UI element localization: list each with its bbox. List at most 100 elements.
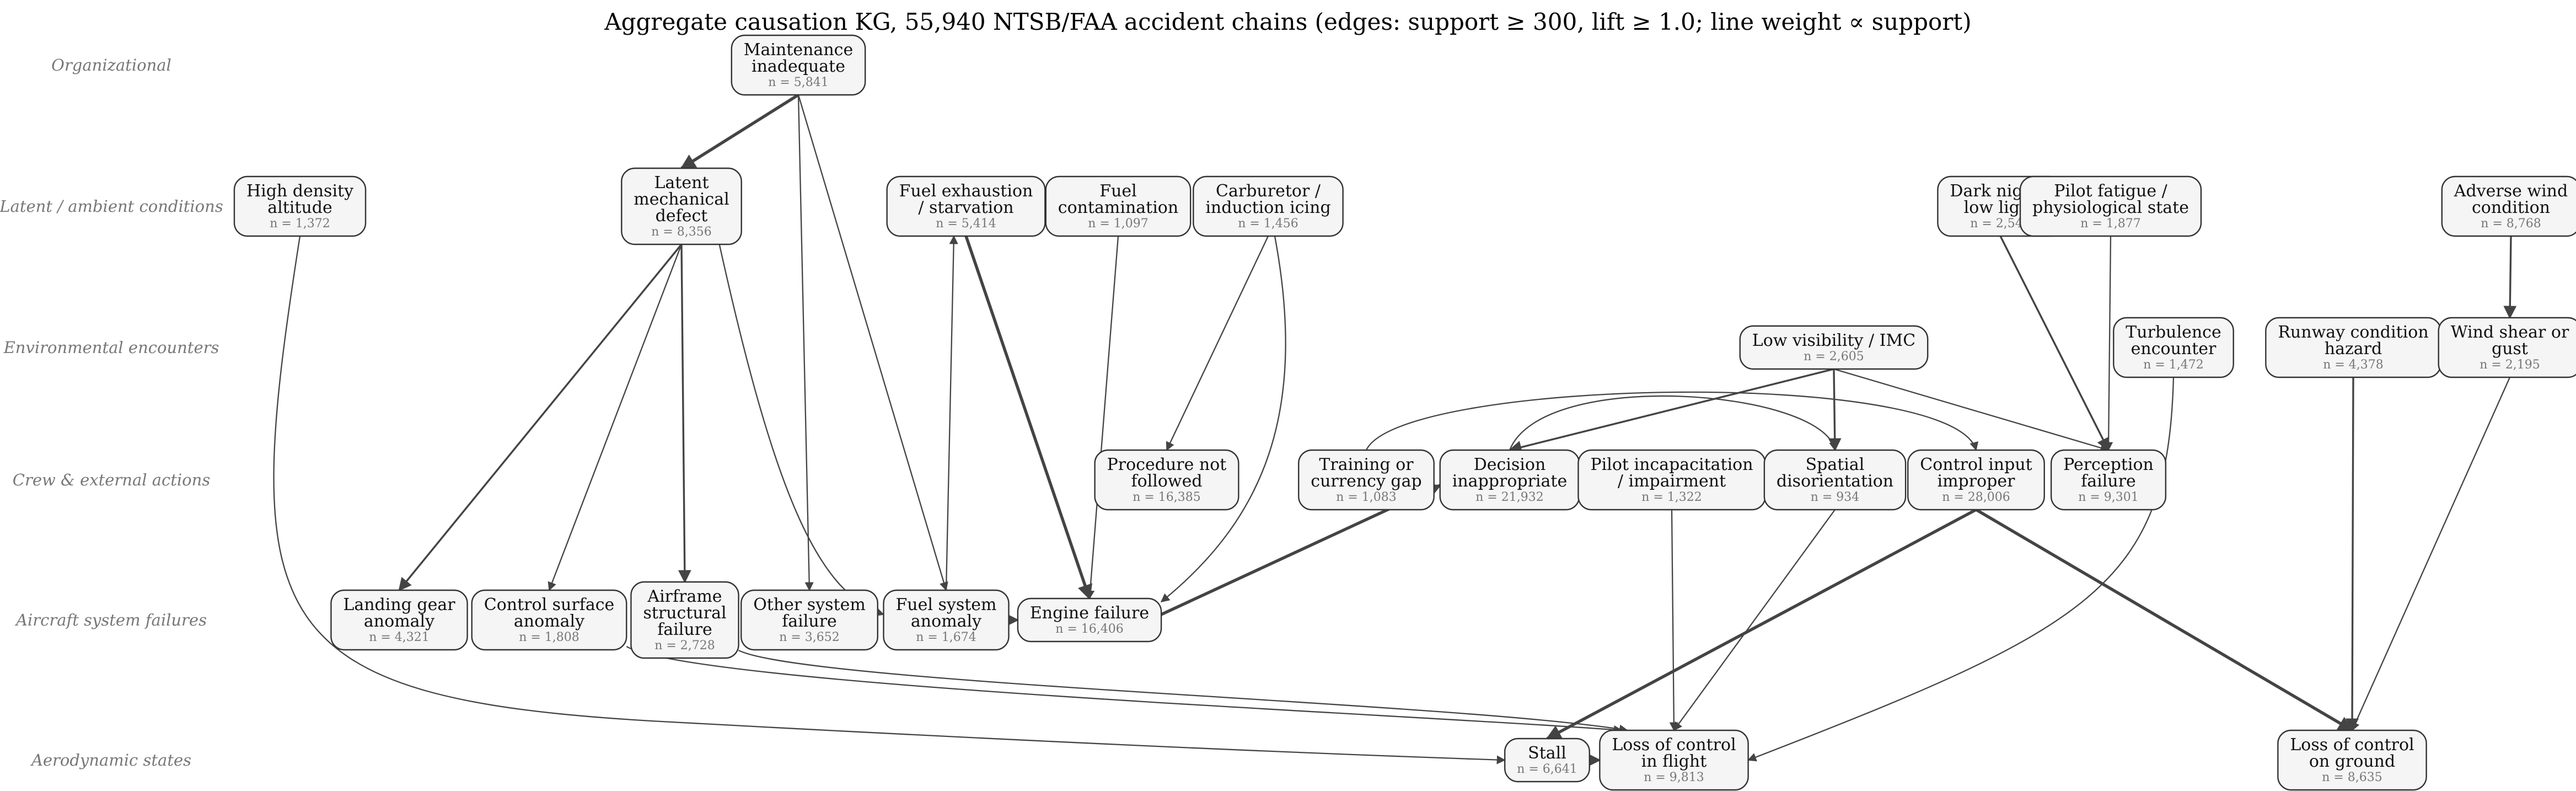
node-label: Decision: [1474, 455, 1546, 474]
node-label: hazard: [2325, 339, 2382, 359]
node-count: n = 16,406: [1055, 622, 1124, 636]
edge-maintenance-to-latent-mech: [680, 93, 799, 170]
node-count: n = 8,635: [2322, 771, 2382, 784]
node-label: Adverse wind: [2454, 181, 2568, 201]
edge-fuel-contam-to-engine-failure: [1086, 236, 1119, 600]
node-count: n = 2,728: [654, 639, 715, 653]
node-label: Low visibility / IMC: [1752, 331, 1915, 350]
node-box: [1298, 449, 1435, 511]
node-box: [2277, 729, 2427, 791]
edge-maintenance-to-other-system: [797, 94, 814, 591]
node-box: [1017, 597, 1162, 643]
node-label: gust: [2492, 339, 2528, 359]
edge-turbulence-to-loc-flight: [1747, 377, 2175, 762]
node-count: n = 1,877: [2080, 217, 2141, 231]
node-label: structural: [643, 603, 726, 623]
node-count: n = 16,385: [1133, 490, 1201, 504]
node-count: n = 1,372: [270, 217, 330, 231]
node-label: Maintenance: [744, 40, 853, 60]
node-label: Training or: [1319, 455, 1414, 474]
node-label: disorientation: [1777, 472, 1893, 491]
node-label: Loss of control: [1612, 735, 1736, 755]
node-label: induction icing: [1205, 198, 1330, 217]
node-label: in flight: [1641, 752, 1707, 771]
node-count: n = 4,378: [2323, 358, 2384, 372]
node-count: n = 1,472: [2143, 358, 2204, 372]
edge-control-input-to-loc-ground: [1975, 508, 2354, 732]
tier-label-aero: Aerodynamic states: [30, 751, 191, 769]
node-box: [740, 589, 878, 651]
edge-control-surface-to-loc-flight: [626, 646, 1623, 734]
node-label: Perception: [2063, 455, 2154, 474]
node-box: [1045, 175, 1192, 237]
edge-fuel-system-to-fuel-exhaustion: [945, 235, 958, 591]
node-box: [1907, 449, 2045, 511]
node-box: [1094, 449, 1239, 511]
edge-fatigue-to-perception: [2104, 236, 2113, 451]
node-label: Turbulence: [2126, 323, 2221, 342]
node-label: Pilot fatigue /: [2054, 181, 2167, 201]
node-count: n = 4,321: [369, 630, 430, 644]
node-label: Loss of control: [2290, 735, 2414, 755]
node-count: n = 28,006: [1942, 490, 2010, 504]
node-label: encounter: [2131, 339, 2217, 359]
node-count: n = 21,932: [1475, 490, 1544, 504]
node-count: n = 1,808: [519, 630, 579, 644]
node-label: High density: [246, 181, 353, 201]
edge-maintenance-to-fuel-system: [797, 94, 948, 591]
edge-carb-icing-to-procedure: [1166, 236, 1269, 451]
edge-latent-mech-to-control-surface: [548, 244, 683, 591]
node-label: on ground: [2309, 752, 2395, 771]
node-box: [621, 167, 742, 245]
tier-label-latent: Latent / ambient conditions: [0, 197, 223, 216]
node-label: anomaly: [911, 612, 981, 631]
node-label: failure: [2081, 472, 2136, 491]
graph-title: Aggregate causation KG, 55,940 NTSB/FAA …: [604, 8, 1971, 35]
node-label: Control surface: [484, 595, 615, 614]
node-label: currency gap: [1311, 472, 1421, 491]
node-box: [1763, 449, 1907, 511]
node-label: Landing gear: [343, 595, 455, 614]
node-count: n = 1,456: [1238, 217, 1298, 231]
edge-low-vis-to-decision: [1508, 368, 1834, 454]
node-label: mechanical: [634, 190, 729, 209]
edge-low-vis-to-perception: [1833, 368, 2110, 452]
node-box: [630, 581, 739, 659]
edge-dark-night-to-perception: [1999, 236, 2110, 452]
node-label: Control input: [1920, 455, 2032, 474]
node-label: Spatial: [1806, 455, 1865, 474]
node-label: Other system: [753, 595, 866, 614]
node-count: n = 8,356: [651, 225, 712, 239]
node-label: Pilot incapacitation: [1590, 455, 1753, 474]
node-count: n = 5,414: [936, 217, 996, 231]
node-box: [1739, 325, 1929, 370]
node-label: inadequate: [752, 57, 845, 76]
tier-label-organizational: Organizational: [51, 56, 171, 74]
node-box: [883, 589, 1010, 651]
node-count: n = 1,083: [1336, 490, 1397, 504]
edge-latent-mech-to-airframe: [678, 244, 691, 584]
node-label: Engine failure: [1030, 603, 1149, 623]
edge-carb-icing-to-engine-failure: [1160, 236, 1286, 603]
node-label: Fuel system: [895, 595, 996, 614]
